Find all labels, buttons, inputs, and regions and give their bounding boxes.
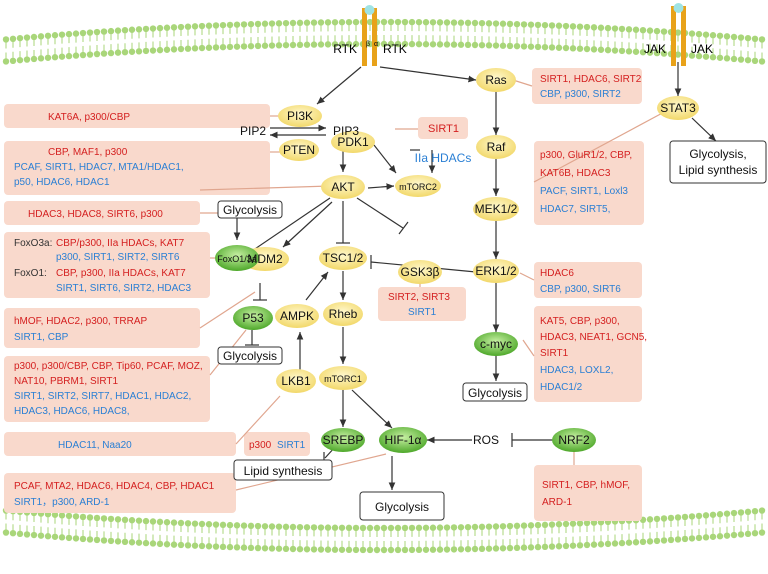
gsk-regulators-red: SIRT2, SIRT3 [388,292,450,303]
pten-regulators-blue1: PCAF, SIRT1, HDAC7, MTA1/HDAC1, [14,162,184,173]
foxo3a-regulators-red: CBP/p300, IIa HDACs, KAT7 [56,238,185,249]
cell-membrane-top [2,18,766,65]
srebp-node: SREBP [323,433,364,447]
stat3-node: STAT3 [660,101,696,115]
mtorc1-node: mTORC1 [324,374,362,384]
ras-regulators-blue: CBP, p300, SIRT2 [540,89,621,100]
mtorc2-node: mTORC2 [399,182,437,192]
iia-hdacs-label: IIa HDACs [415,151,472,165]
pten-regulators-blue2: p50, HDAC6, HDAC1 [14,177,110,188]
pi3k-regulators: KAT6A, p300/CBP [48,112,130,123]
rtk-left-label: RTK [333,42,357,56]
rheb-node: Rheb [329,307,358,321]
pip3-label: PIP3 [333,124,359,138]
cell-membrane-bottom [2,507,766,554]
jak-left-label: JAK [644,42,666,56]
erk-node: ERK1/2 [475,264,517,278]
pdk1-regulators: SIRT1 [428,123,459,135]
hif1a-node: HIF-1α [385,433,422,447]
foxo1-regulators-red: CBP, p300, IIa HDACs, KAT7 [56,268,186,279]
cmyc-regulators-blue2: HDAC1/2 [540,382,583,393]
stat3-regulators-red2: KAT6B, HDAC3 [540,168,611,179]
erk-regulators-blue: CBP, p300, SIRT6 [540,284,621,295]
rtk-alpha-label: α [374,41,378,48]
stat3-regulators-blue1: PACF, SIRT1, Loxl3 [540,186,628,197]
ampk-node: AMPK [280,309,314,323]
foxo3a-label: FoxO3a: [14,238,52,249]
p53b-regulators-red2: NAT10, PBRM1, SIRT1 [14,376,119,387]
p53-node: P53 [242,311,264,325]
foxo-node: FoxO1/3a [217,254,257,264]
gsk-regulators-blue: SIRT1 [408,307,437,318]
p53-regulators-blue: SIRT1, CBP [14,332,69,343]
lkb1-node: LKB1 [281,374,311,388]
mek-node: MEK1/2 [475,202,518,216]
rtk-beta-label: β [366,41,370,48]
gsk3b-node: GSK3β [401,265,440,279]
lkb1-regulators: HDAC11, Naa20 [58,440,132,451]
rtk-right-label: RTK [383,42,407,56]
erk-regulators-red: HDAC6 [540,268,574,279]
srebp-regulators-blue: SIRT1 [277,440,306,451]
ras-regulators-red: SIRT1, HDAC6, SIRT2 [540,74,642,85]
stat3-regulators-red1: p300, GluR1/2, CBP, [540,150,632,161]
hif-regulators-red: PCAF, MTA2, HDAC6, HDAC4, CBP, HDAC1 [14,481,215,492]
foxo3a-regulators-blue: p300, SIRT1, SIRT2, SIRT6 [56,252,180,263]
srebp-regulators-red: p300 [249,440,272,451]
p53b-regulators-blue1: SIRT1, SIRT2, SIRT7, HDAC1, HDAC2, [14,391,191,402]
rtk-receptor: β α RTK RTK [333,5,407,66]
p53b-regulators-blue2: HDAC3, HDAC6, HDAC8, [14,406,130,417]
mdm2-node: MDM2 [247,252,283,266]
green-nodes [215,245,596,453]
cmyc-regulators-red3: SIRT1 [540,348,569,359]
glycolysis-p53-output: Glycolysis [223,349,277,363]
tsc-node: TSC1/2 [323,251,364,265]
pip2-label: PIP2 [240,124,266,138]
nrf2-node: NRF2 [558,433,590,447]
cmyc-regulators-blue1: HDAC3, LOXL2, [540,365,613,376]
pdk1-node: PDK1 [337,135,369,149]
pten-node: PTEN [283,143,315,157]
glycolysis-hif-output: Glycolysis [375,500,429,514]
stat3-output-line2: Lipid synthesis [679,163,758,177]
stat3-regulators-blue2: HDAC7, SIRT5, [540,204,610,215]
jak-receptor: JAK JAK [644,3,713,66]
nrf2-regulators-red2: ARD-1 [542,497,572,508]
lipid-synthesis-output: Lipid synthesis [244,464,323,478]
cmyc-regulators-red2: HDAC3, NEAT1, GCN5, [540,332,647,343]
foxo1-label: FoxO1: [14,268,47,279]
akt-node: AKT [331,180,355,194]
ros-label: ROS [473,433,499,447]
raf-node: Raf [487,140,506,154]
regulator-boxes [4,68,644,521]
glycolysis-akt-output: Glycolysis [223,203,277,217]
output-boxes [217,140,767,521]
akt-regulators: HDAC3, HDAC8, SIRT6, p300 [28,209,163,220]
nrf2-regulators-red1: SIRT1, CBP, hMOF, [542,480,630,491]
ras-node: Ras [485,73,506,87]
jak-right-label: JAK [691,42,713,56]
cmyc-node: c-myc [480,337,512,351]
hif-regulators-blue: SIRT1，p300, ARD-1 [14,497,110,508]
stat3-output-line1: Glycolysis, [689,147,746,161]
pathway-edges [233,62,717,490]
foxo1-regulators-blue: SIRT1, SIRT6, SIRT2, HDAC3 [56,283,191,294]
p53-regulators-red: hMOF, HDAC2, p300, TRRAP [14,316,148,327]
cmyc-regulators-red1: KAT5, CBP, p300, [540,316,620,327]
pten-regulators-red: CBP, MAF1, p300 [48,147,128,158]
glycolysis-cmyc-output: Glycolysis [468,386,522,400]
p53b-regulators-red1: p300, p300/CBP, CBP, Tip60, PCAF, MOZ, [14,361,203,372]
pi3k-node: PI3K [287,109,313,123]
